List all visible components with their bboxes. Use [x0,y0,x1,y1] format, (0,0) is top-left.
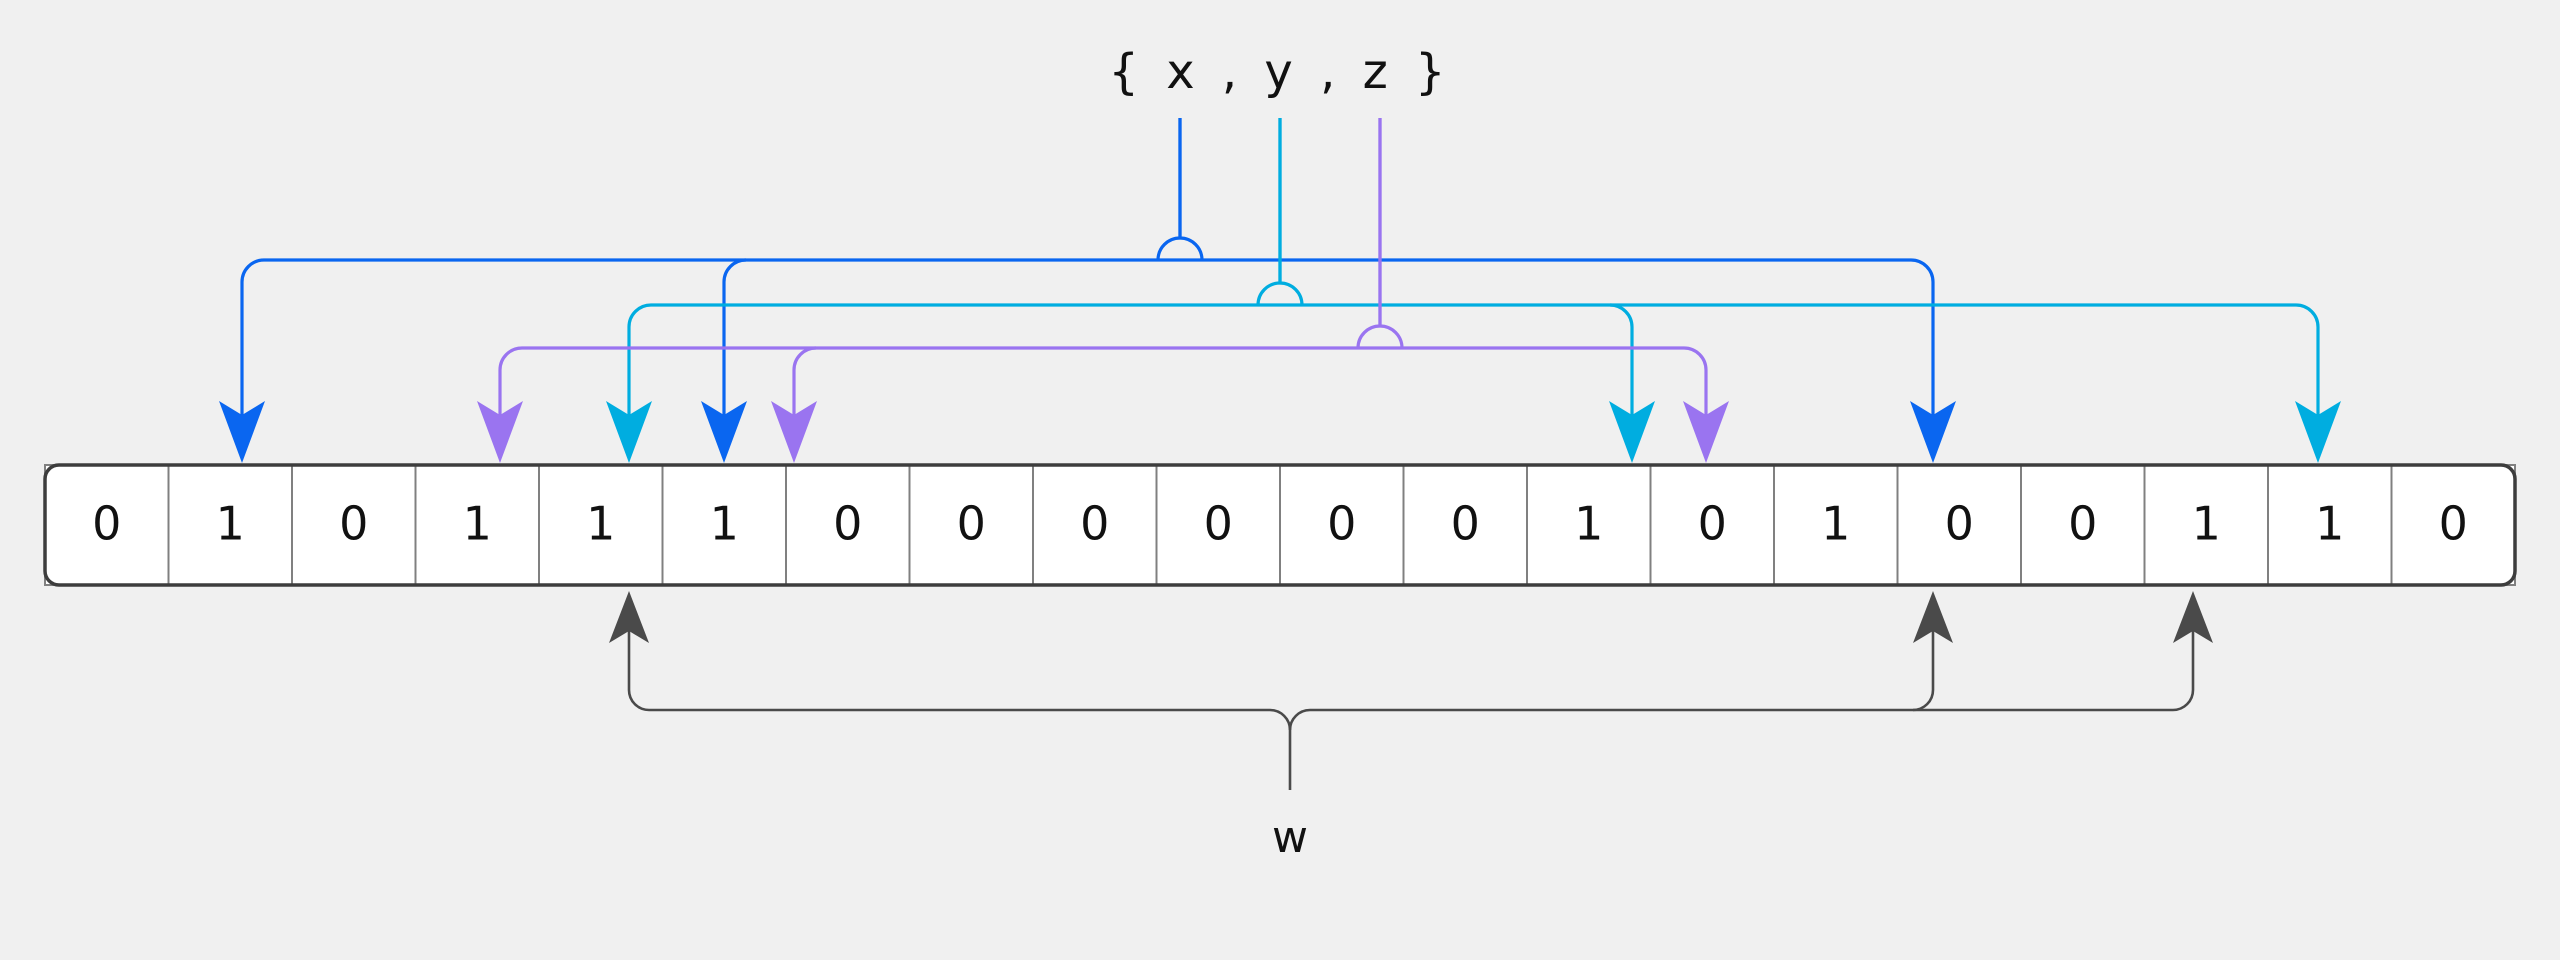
w-bracket-leg [627,629,650,712]
hash-route-y [606,118,2341,463]
hash-arrow-shaft [2295,303,2320,417]
bit-cell-value: 0 [339,497,368,551]
hash-arrow-shaft [240,258,265,417]
bit-cell-value: 0 [1945,497,1974,551]
bit-cell-value: 0 [1327,497,1356,551]
bit-cell-value: 1 [2315,497,2344,551]
bit-cell-value: 0 [1204,497,1233,551]
hash-arrow-shaft [498,346,523,417]
hash-route-x [219,118,1956,463]
hash-arrow-shaft [1910,258,1935,417]
bit-cell [538,464,664,586]
w-bracket-leg [2172,629,2195,712]
bit-cell [291,464,417,586]
hash-arrow-head [701,401,747,463]
hash-arrow-shaft [792,346,817,417]
bit-cell [1649,464,1775,586]
bit-array-cells [44,464,2516,586]
bit-cell-value: 0 [2068,497,2097,551]
bit-cell-value: 0 [1698,497,1727,551]
bit-array-outline [43,463,2517,587]
hash-arrow-head [771,401,817,463]
bit-cell-value: 0 [1451,497,1480,551]
bit-cell-value: 1 [1574,497,1603,551]
bit-cell-value: 0 [92,497,121,551]
bit-cell-value: 1 [463,497,492,551]
bit-array-values: 0 1 0 1 1 1 0 0 0 0 0 0 1 0 1 0 0 1 1 0 [92,497,2468,551]
bit-cell [1402,464,1528,586]
bit-cell-value: 1 [1821,497,1850,551]
bit-cell [1526,464,1652,586]
bit-cell-value: 0 [957,497,986,551]
hash-arrow-shaft [722,258,747,417]
bit-cell-value: 1 [2192,497,2221,551]
hash-arrow-head [606,401,652,463]
bit-cell [661,464,787,586]
bit-cell-value: 0 [2439,497,2468,551]
hash-arrow-shaft [1609,303,1634,417]
hash-arrow-shaft [627,303,652,417]
bit-cell-value: 1 [216,497,245,551]
bit-cell [1896,464,2022,586]
w-bracket-bus-right [1288,708,2173,731]
hash-routing-lines [219,118,2341,463]
hash-arrow-shaft [1683,346,1708,417]
w-bracket-arrow-head [609,591,649,643]
hash-arrow-head [2295,401,2341,463]
w-bracket [609,591,2213,790]
w-bracket-arrow-head [2173,591,2213,643]
set-label: { x , y , z } [1108,44,1451,100]
hash-arrow-head [1609,401,1655,463]
bit-cell-value: 1 [710,497,739,551]
w-label: w [1272,812,1308,863]
bit-cell-value: 1 [586,497,615,551]
bit-cell-value: 0 [833,497,862,551]
bit-cell [2390,464,2516,586]
hash-arrow-head [1910,401,1956,463]
bit-cell-value: 0 [1080,497,1109,551]
bit-cell [2143,464,2269,586]
hash-arrow-head [477,401,523,463]
hash-arrow-head [219,401,265,463]
w-bracket-arrow-head [1913,591,1953,643]
hash-arrow-head [1683,401,1729,463]
bit-cell [2267,464,2393,586]
hash-route-z [477,118,1729,463]
